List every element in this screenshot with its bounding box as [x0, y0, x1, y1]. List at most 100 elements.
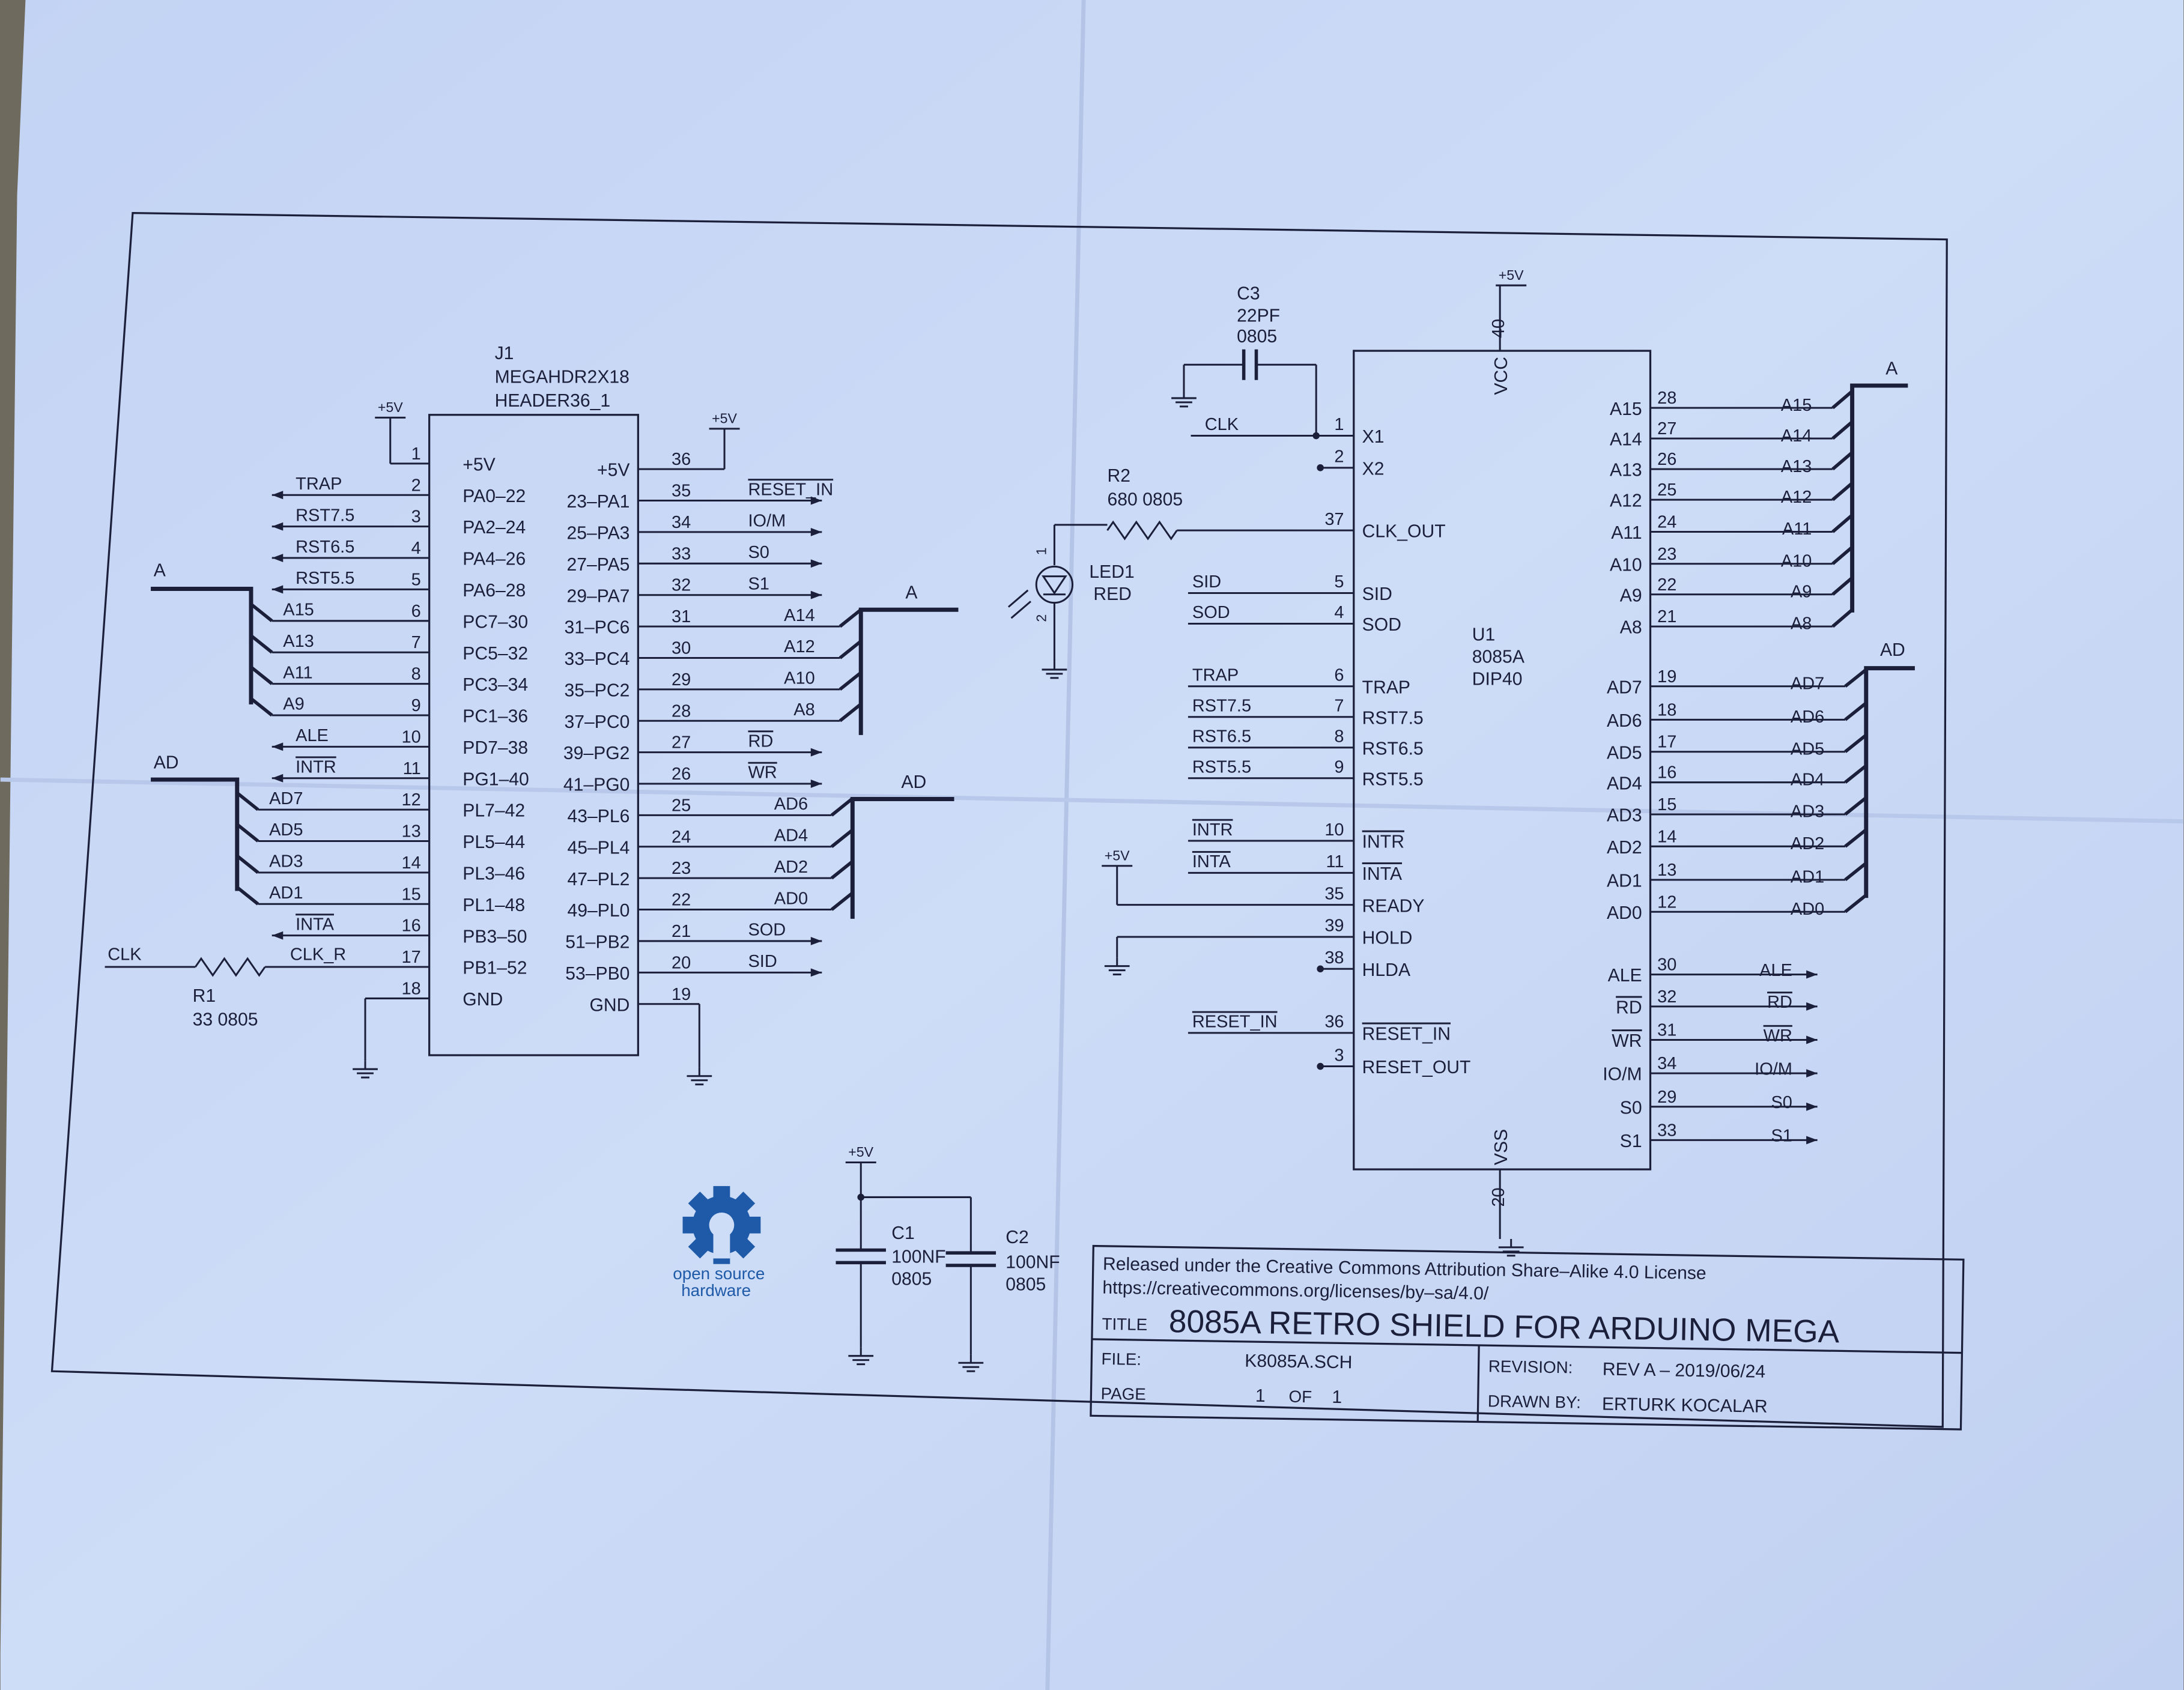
pin-number: 6: [1334, 665, 1344, 685]
pin-number: 39: [1324, 916, 1344, 936]
pin-name: HOLD: [1362, 928, 1413, 948]
net-label: RST5.5: [296, 569, 354, 588]
pin-name: 53–PB0: [565, 964, 629, 984]
pin-name: PC1–36: [463, 707, 528, 727]
pin-name: IO/M: [1603, 1065, 1642, 1085]
net-label: SOD: [748, 921, 786, 940]
pin-name: PA4–26: [463, 550, 526, 569]
net-label: AD0: [774, 889, 808, 908]
pin-name: READY: [1362, 896, 1425, 916]
bus-entry: [1831, 390, 1854, 410]
u1-ref: U1: [1472, 625, 1496, 644]
pin-number: 14: [402, 853, 421, 873]
file-name: K8085A.SCH: [1245, 1351, 1353, 1373]
pin-name: PB3–50: [463, 927, 527, 946]
junction-dot: [1317, 464, 1324, 471]
pin-name: A15: [1610, 399, 1642, 419]
pin-name: 37–PC0: [565, 712, 630, 732]
net-label: SID: [748, 952, 777, 971]
pin-number: 5: [1334, 572, 1344, 592]
bus-entry: [250, 602, 273, 622]
net-label: RST7.5: [1192, 696, 1251, 715]
net-label: TRAP: [296, 474, 342, 494]
c1-ref: C1: [891, 1223, 915, 1243]
pin-name: PB1–52: [463, 959, 527, 978]
pin-name: PC5–32: [463, 644, 528, 664]
pin-number: 16: [402, 916, 421, 936]
ground-icon: [1104, 957, 1130, 976]
title-label: TITLE: [1102, 1315, 1147, 1334]
power-label-5v: +5V: [848, 1144, 873, 1160]
pin-number: 21: [672, 922, 691, 941]
bus-entry: [1831, 482, 1854, 501]
bus-entry: [236, 792, 259, 811]
pin-name: AD4: [1607, 774, 1642, 793]
page-label: PAGE: [1100, 1384, 1146, 1404]
bus-entry: [839, 703, 862, 722]
net-label: A8: [793, 700, 814, 719]
arrow-left-icon: [271, 931, 284, 940]
pin-name: A12: [1610, 491, 1642, 511]
bus-entry: [1831, 545, 1854, 565]
net-label: AD7: [1791, 674, 1824, 693]
bus-entry: [1831, 451, 1854, 471]
arrow-right-icon: [810, 527, 822, 536]
pin-name: X2: [1362, 459, 1385, 479]
bus-entry: [1844, 796, 1867, 816]
net-label: AD6: [774, 795, 808, 814]
bus-entry: [1844, 828, 1867, 848]
net-label: A11: [283, 663, 312, 682]
arrow-right-icon: [810, 936, 822, 945]
pin-number: 20: [672, 953, 691, 972]
net-label-clk: CLK: [108, 945, 141, 964]
pin-name: 51–PB2: [565, 933, 629, 953]
pin-number: 3: [411, 507, 421, 527]
u1-value: 8085A: [1472, 647, 1525, 667]
revision-value: REV A – 2019/06/24: [1603, 1360, 1766, 1382]
pin-name: 45–PL4: [568, 838, 630, 858]
pin-number: 28: [672, 701, 691, 721]
pin-number: 13: [1657, 861, 1676, 880]
net-label: CLK_R: [290, 945, 346, 964]
net-label: ALE: [296, 726, 329, 745]
net-label: AD0: [1791, 900, 1824, 919]
drawn-by-value: ERTURK KOCALAR: [1602, 1395, 1768, 1417]
ground-icon: [848, 1347, 874, 1366]
ground-icon: [687, 1067, 712, 1086]
bus-label-a: A: [905, 583, 918, 603]
pin-number: 19: [1657, 667, 1676, 686]
bus-entry: [250, 634, 273, 654]
pin-name: PD7–38: [463, 738, 528, 758]
pin-name: AD7: [1607, 677, 1642, 697]
net-label: SID: [1192, 572, 1221, 592]
bus-entry: [250, 697, 273, 717]
pin-name: AD5: [1607, 743, 1642, 763]
pin-number: 32: [672, 576, 691, 595]
j1-header-body: [428, 414, 639, 1056]
pin-number: 5: [411, 570, 421, 589]
led1-value: RED: [1093, 584, 1132, 604]
net-label: AD1: [1791, 868, 1824, 887]
net-label: INTA: [1192, 852, 1231, 871]
pin-name: 35–PC2: [565, 680, 630, 700]
bus-label-ad: AD: [901, 772, 926, 792]
pin-number: 2: [1334, 447, 1344, 467]
pin-number: 26: [672, 765, 691, 784]
junction-dot: [1317, 1062, 1324, 1070]
pin-number: 29: [1657, 1088, 1676, 1107]
pin-name: 33–PC4: [565, 649, 630, 669]
net-label: INTA: [296, 915, 335, 934]
arrow-right-icon: [1806, 1102, 1818, 1111]
net-label: RD: [1767, 993, 1792, 1012]
pin-number: 7: [411, 633, 421, 652]
resistor-r2-icon: [1106, 520, 1178, 541]
pin-number: 36: [672, 450, 691, 469]
bus-entry: [1831, 608, 1854, 628]
title-block: Released under the Creative Commons Attr…: [1090, 1244, 1965, 1431]
pin-number: 27: [1657, 419, 1676, 438]
net-label: SOD: [1192, 603, 1230, 622]
pin-number: 18: [402, 979, 421, 998]
net-label: AD2: [1791, 834, 1824, 853]
power-label-5v: +5V: [1499, 267, 1524, 283]
bus-entry: [236, 854, 259, 874]
